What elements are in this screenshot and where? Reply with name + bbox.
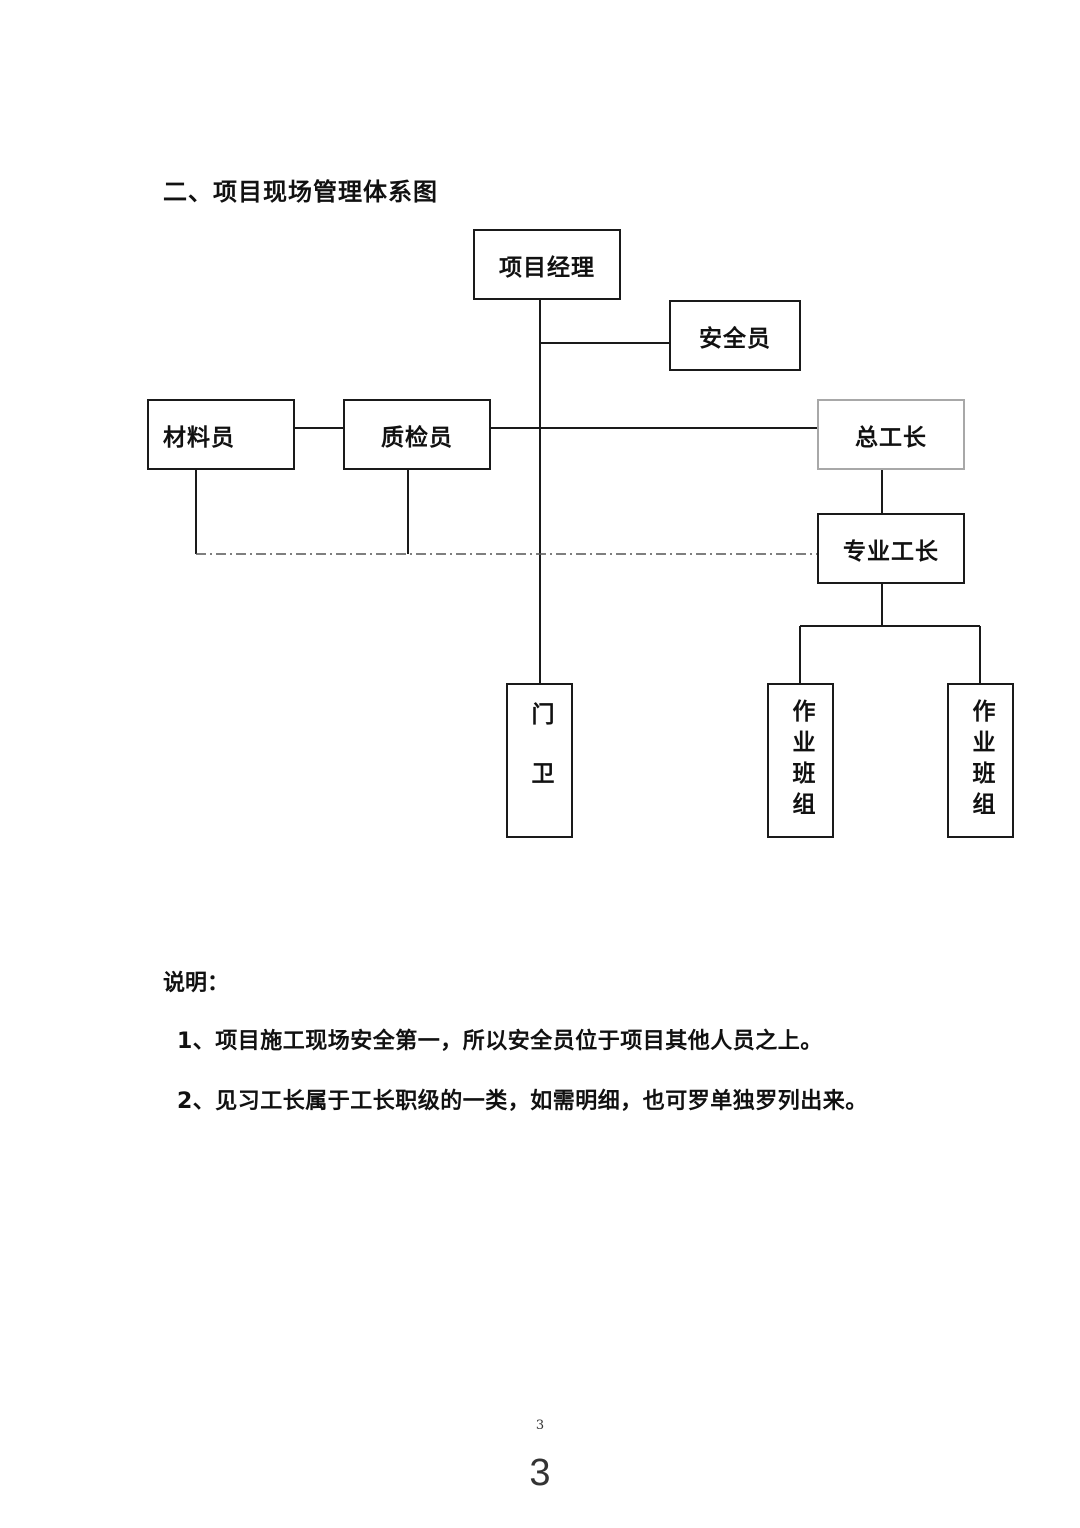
project-manager-label: 项目经理 bbox=[499, 254, 595, 281]
note-item-1: 1、项目施工现场安全第一，所以安全员位于项目其他人员之上。 bbox=[177, 1029, 823, 1054]
page-number-large: 3 bbox=[529, 1452, 551, 1494]
box-project-manager: 项目经理 bbox=[473, 229, 621, 300]
quality-inspector-label: 质检员 bbox=[381, 424, 453, 451]
org-chart-connectors bbox=[195, 300, 981, 683]
safety-officer-label: 安全员 bbox=[699, 325, 771, 352]
box-gate-guard: 门卫 bbox=[506, 683, 573, 838]
box-work-team-2: 作业班组 bbox=[947, 683, 1014, 838]
box-work-team-1: 作业班组 bbox=[767, 683, 834, 838]
box-specialty-foreman: 专业工长 bbox=[817, 513, 965, 584]
box-general-foreman: 总工长 bbox=[817, 399, 965, 470]
gate-guard-label: 门卫 bbox=[527, 701, 553, 820]
notes-heading: 说明： bbox=[163, 971, 230, 996]
work-team-1-label: 作业班组 bbox=[788, 698, 814, 823]
materials-clerk-label: 材料员 bbox=[163, 424, 235, 451]
box-materials-clerk: 材料员 bbox=[147, 399, 295, 470]
specialty-foreman-label: 专业工长 bbox=[843, 538, 939, 565]
section-title: 二、项目现场管理体系图 bbox=[163, 178, 438, 206]
box-quality-inspector: 质检员 bbox=[343, 399, 491, 470]
general-foreman-label: 总工长 bbox=[855, 424, 927, 451]
work-team-2-label: 作业班组 bbox=[968, 698, 994, 823]
notes-section: 说明： 1、项目施工现场安全第一，所以安全员位于项目其他人员之上。 2、见习工长… bbox=[163, 965, 868, 1143]
box-safety-officer: 安全员 bbox=[669, 300, 801, 371]
page-number-small: 3 bbox=[535, 1418, 545, 1433]
note-item-2: 2、见习工长属于工长职级的一类，如需明细，也可罗单独罗列出来。 bbox=[177, 1089, 868, 1114]
